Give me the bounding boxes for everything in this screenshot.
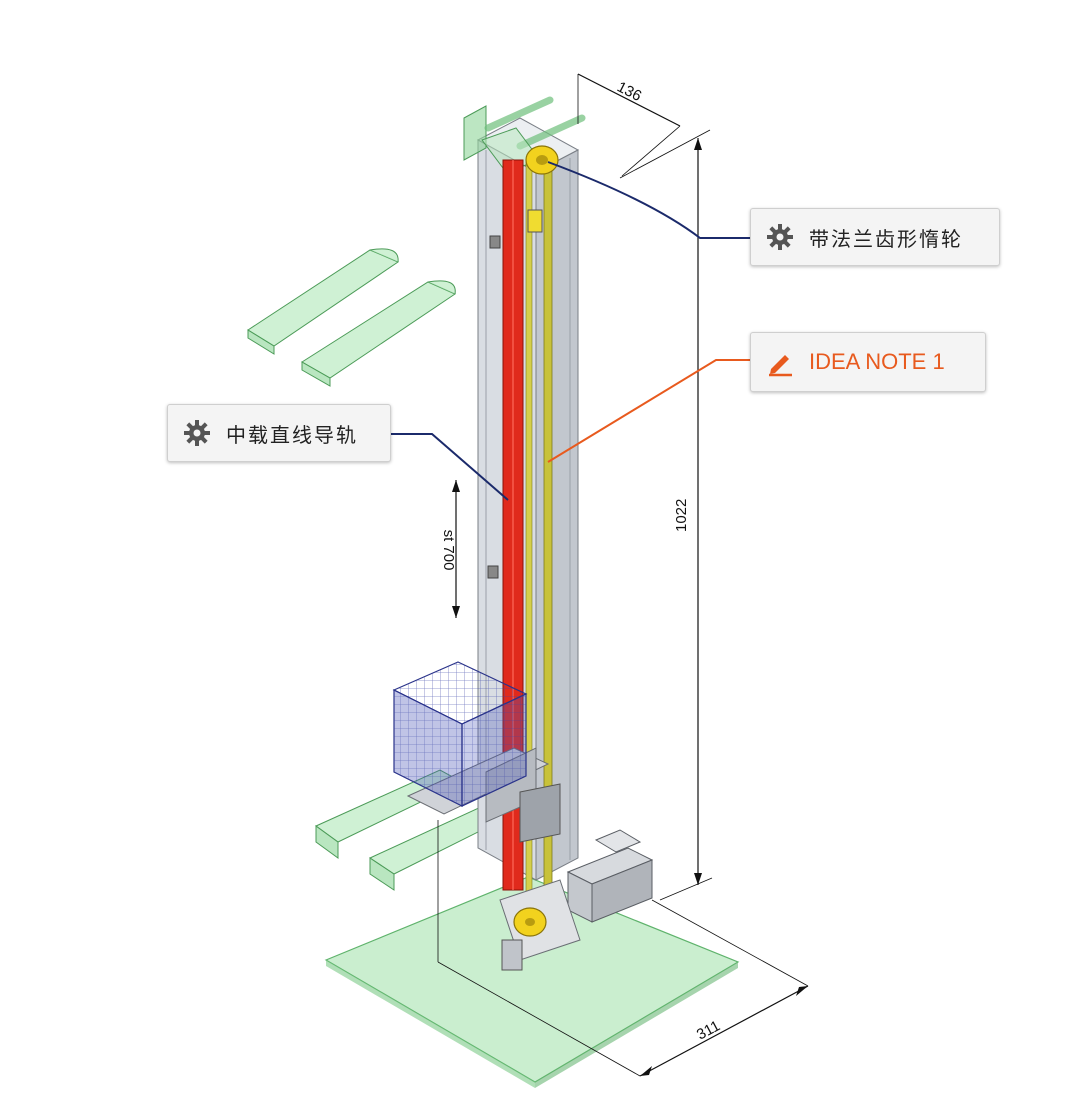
gear-icon: [767, 224, 793, 250]
dimension-1022: 1022: [619, 129, 713, 901]
dimension-stroke: st 700: [440, 480, 460, 618]
callout-label-idler-pulley: 带法兰齿形惰轮: [809, 226, 963, 251]
leader-note: [547, 359, 752, 463]
pencil-icon: [769, 355, 792, 377]
idler-pulley-top: [489, 145, 559, 249]
transparent-workpiece-box: [392, 661, 528, 807]
rail-brackets: [487, 565, 499, 579]
dim-label-311: 311: [694, 1017, 723, 1043]
servo-motor: [566, 829, 654, 923]
callout-label-linear-guide: 中载直线导轨: [226, 422, 358, 447]
callout-idler-pulley[interactable]: 带法兰齿形惰轮: [750, 208, 1000, 266]
dim-label-stroke: st 700: [440, 530, 457, 571]
callout-label-idea-note: IDEA NOTE 1: [809, 349, 945, 374]
dimension-136: 136: [577, 73, 681, 177]
dim-label-136: 136: [614, 78, 644, 105]
gear-icon: [184, 420, 210, 446]
base-plate: [324, 876, 740, 1088]
callout-linear-guide[interactable]: 中载直线导轨: [167, 404, 391, 462]
upper-fork-left: [247, 248, 400, 355]
leader-pulley: [547, 161, 752, 239]
drive-pulley-bottom: [499, 879, 581, 971]
upper-fork-right: [301, 280, 457, 387]
callout-idea-note[interactable]: IDEA NOTE 1: [750, 332, 986, 392]
leader-guide: [390, 433, 509, 501]
dim-label-1022: 1022: [673, 499, 690, 532]
